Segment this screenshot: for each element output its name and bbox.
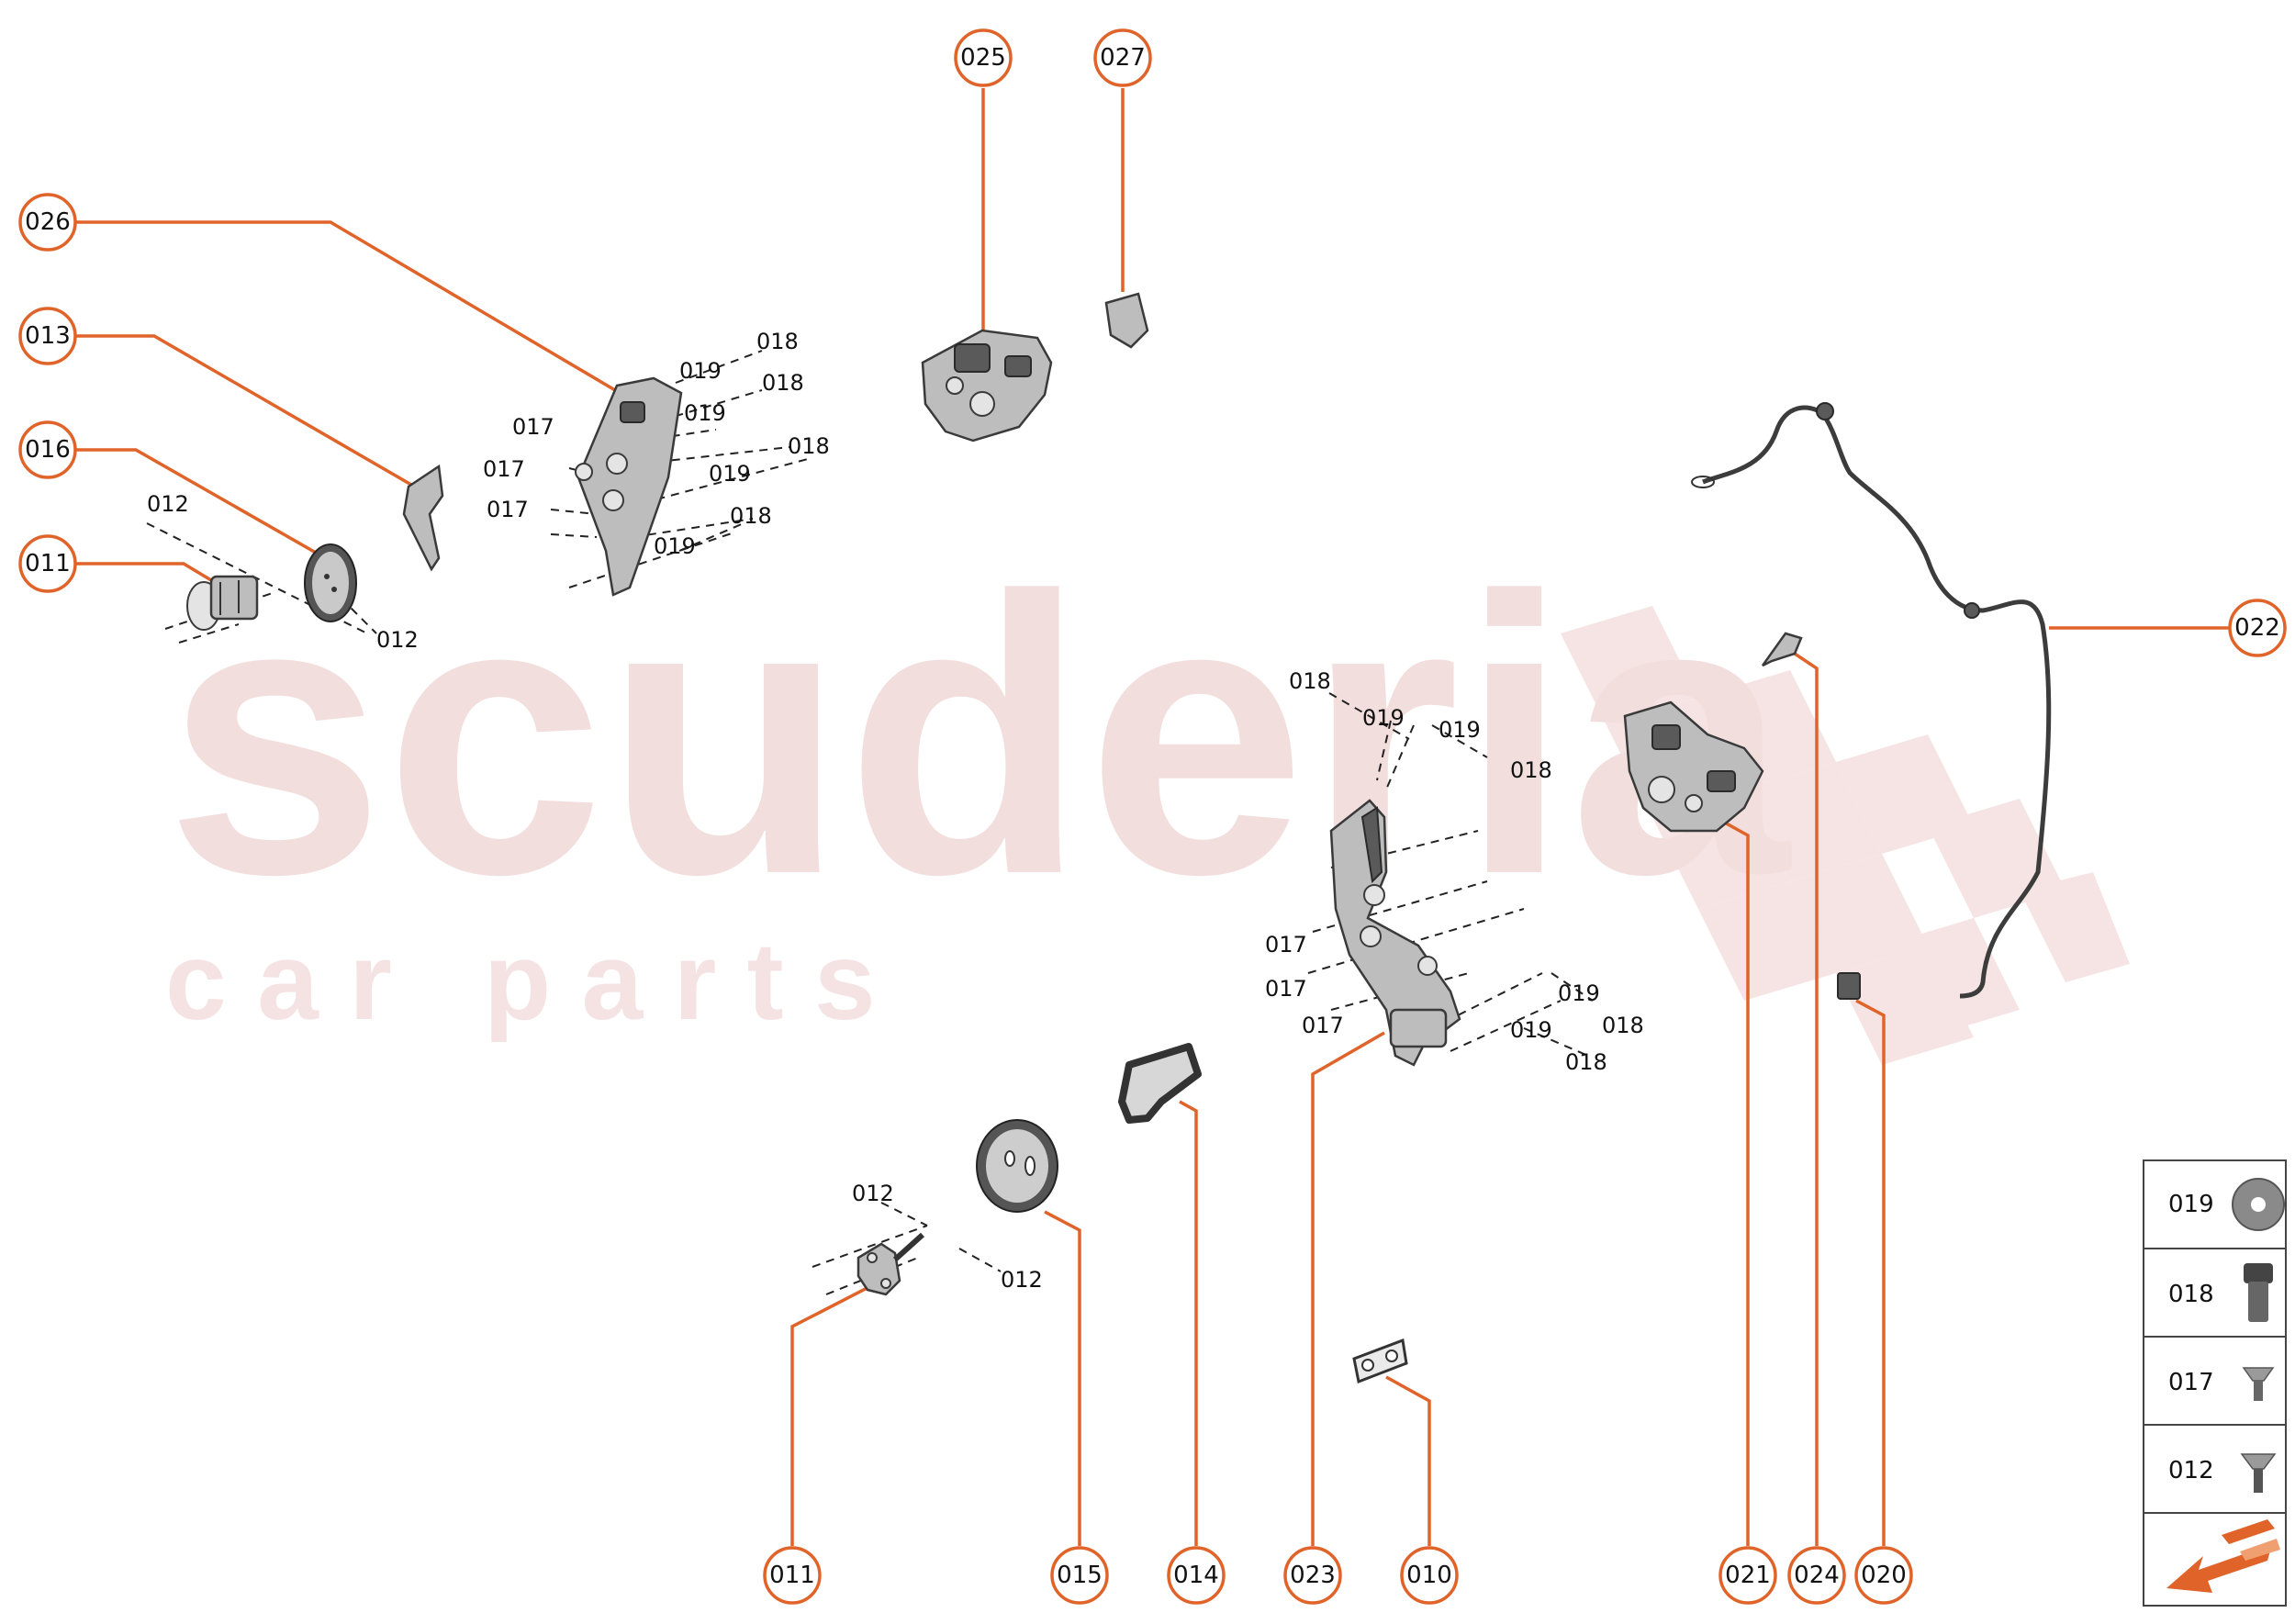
svg-text:023: 023 — [1290, 1562, 1336, 1589]
fastener-labels: 018 019 018 019 018 019 018 019 017 017 … — [147, 329, 1644, 1293]
part-013-clip — [402, 464, 444, 572]
fastener-label: 012 — [1001, 1267, 1043, 1293]
svg-text:020: 020 — [1861, 1562, 1907, 1589]
part-020-connector — [1837, 972, 1861, 1000]
fastener-label: 017 — [1265, 932, 1307, 958]
part-024-clip — [1761, 632, 1803, 667]
legend-label-017: 017 — [2168, 1369, 2214, 1396]
callouts: 026 013 016 011 025 027 022 011 015 014 … — [18, 28, 2287, 1605]
callout-013[interactable]: 013 — [18, 307, 77, 365]
svg-text:024: 024 — [1794, 1562, 1840, 1589]
fastener-legend: 019 018 017 012 — [2143, 1159, 2287, 1607]
part-021-door-lock — [1623, 700, 1764, 833]
part-025-door-latch — [921, 329, 1053, 442]
fastener-label: 017 — [487, 497, 529, 522]
fastener-label: 019 — [654, 533, 696, 559]
fastener-label: 018 — [762, 370, 804, 396]
part-022-release-cable — [1691, 402, 2052, 999]
countersunk-screw-icon — [2242, 1367, 2275, 1401]
fastener-label: 018 — [1602, 1013, 1644, 1038]
fastener-label: 018 — [1289, 668, 1331, 694]
part-026-bracket — [575, 376, 683, 597]
legend-label-018: 018 — [2168, 1281, 2214, 1308]
fastener-label: 017 — [483, 456, 525, 482]
fastener-label: 017 — [1265, 976, 1307, 1002]
callout-027[interactable]: 027 — [1093, 28, 1152, 87]
washer-icon — [2232, 1178, 2285, 1231]
callout-020[interactable]: 020 — [1854, 1546, 1913, 1605]
fastener-label: 019 — [1439, 717, 1481, 743]
fastener-label: 019 — [684, 400, 726, 426]
fastener-label: 017 — [512, 414, 554, 440]
fastener-label: 012 — [147, 491, 189, 517]
svg-text:010: 010 — [1406, 1562, 1452, 1589]
part-010-gasket — [1352, 1338, 1408, 1384]
callout-024[interactable]: 024 — [1787, 1546, 1846, 1605]
fastener-label: 018 — [756, 329, 799, 354]
fastener-label: 017 — [1302, 1013, 1344, 1038]
svg-text:022: 022 — [2234, 614, 2280, 642]
part-011-lock-cylinder-bottom — [856, 1232, 925, 1296]
bolt-icon — [2244, 1263, 2273, 1322]
svg-text:014: 014 — [1173, 1562, 1219, 1589]
fastener-label: 019 — [1558, 980, 1600, 1006]
svg-text:025: 025 — [960, 44, 1006, 72]
fastener-label: 012 — [852, 1181, 894, 1206]
svg-text:016: 016 — [25, 436, 71, 464]
svg-text:015: 015 — [1057, 1562, 1103, 1589]
callout-015[interactable]: 015 — [1050, 1546, 1109, 1605]
part-015-gasket — [976, 1119, 1058, 1213]
watermark: scuderia c a r p a r t s — [165, 516, 2130, 1065]
front-direction-arrow-icon — [2166, 1519, 2280, 1593]
callout-025[interactable]: 025 — [954, 28, 1013, 87]
callout-014[interactable]: 014 — [1167, 1546, 1226, 1605]
fastener-label: 019 — [709, 461, 751, 487]
legend-label-019: 019 — [2168, 1191, 2214, 1218]
watermark-title: scuderia — [165, 516, 1791, 957]
fastener-label: 012 — [376, 627, 419, 653]
fastener-label: 019 — [1510, 1017, 1552, 1043]
part-016-gasket — [304, 543, 357, 622]
callout-021[interactable]: 021 — [1718, 1546, 1777, 1605]
svg-text:027: 027 — [1100, 44, 1146, 72]
callout-016[interactable]: 016 — [18, 420, 77, 479]
callout-010[interactable]: 010 — [1400, 1546, 1459, 1605]
svg-text:021: 021 — [1725, 1562, 1771, 1589]
watermark-subtitle: c a r p a r t s — [165, 920, 876, 1043]
svg-text:013: 013 — [25, 322, 71, 350]
callout-011-bottom[interactable]: 011 — [763, 1546, 822, 1605]
callout-026[interactable]: 026 — [18, 193, 77, 252]
callout-022[interactable]: 022 — [2228, 599, 2287, 657]
fastener-label: 018 — [788, 433, 830, 459]
part-011-lock-cylinder-left — [186, 575, 259, 631]
part-027-cover — [1104, 292, 1149, 349]
callout-023[interactable]: 023 — [1283, 1546, 1342, 1605]
svg-text:011: 011 — [769, 1562, 815, 1589]
legend-label-012: 012 — [2168, 1457, 2214, 1484]
fastener-label: 019 — [1362, 705, 1405, 731]
flat-head-screw-icon — [2240, 1453, 2277, 1493]
svg-text:026: 026 — [25, 208, 71, 236]
callout-011-left[interactable]: 011 — [18, 534, 77, 593]
part-014-seal — [1118, 1043, 1202, 1124]
fastener-label: 018 — [730, 503, 772, 529]
part-023-striker-bracket — [1329, 799, 1461, 1067]
fastener-label: 018 — [1510, 757, 1552, 783]
svg-text:011: 011 — [25, 550, 71, 577]
fastener-label: 019 — [679, 358, 722, 384]
fastener-label: 018 — [1565, 1049, 1607, 1075]
